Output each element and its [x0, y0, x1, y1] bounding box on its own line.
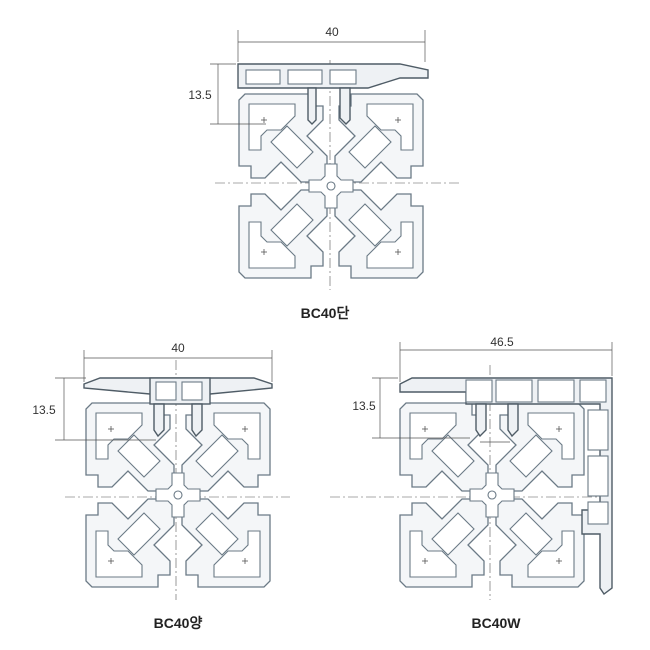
extrusion-body	[399, 402, 585, 588]
width-dimension-label: 46.5	[490, 335, 514, 349]
width-dimension-label: 40	[171, 341, 185, 355]
profile-bc40-double: 40 13.5 BC40양	[32, 341, 290, 631]
cover-strip	[83, 377, 273, 438]
extrusion-body	[238, 93, 424, 279]
profile-bc40-wall: 46.5 13.5 BC40W	[330, 335, 613, 631]
profile-bc40-single: 40 13.5 BC40단	[188, 25, 460, 321]
cover-strip	[399, 377, 613, 596]
extrusion-body	[85, 402, 271, 588]
height-dimension-label: 13.5	[352, 399, 376, 413]
profile-caption: BC40W	[471, 615, 521, 631]
profile-caption: BC40양	[154, 615, 203, 631]
profile-caption: BC40단	[301, 305, 350, 321]
cover-strip	[237, 63, 429, 125]
height-dimension-label: 13.5	[188, 88, 212, 102]
width-dimension-label: 40	[325, 25, 339, 39]
height-dimension-label: 13.5	[32, 403, 56, 417]
